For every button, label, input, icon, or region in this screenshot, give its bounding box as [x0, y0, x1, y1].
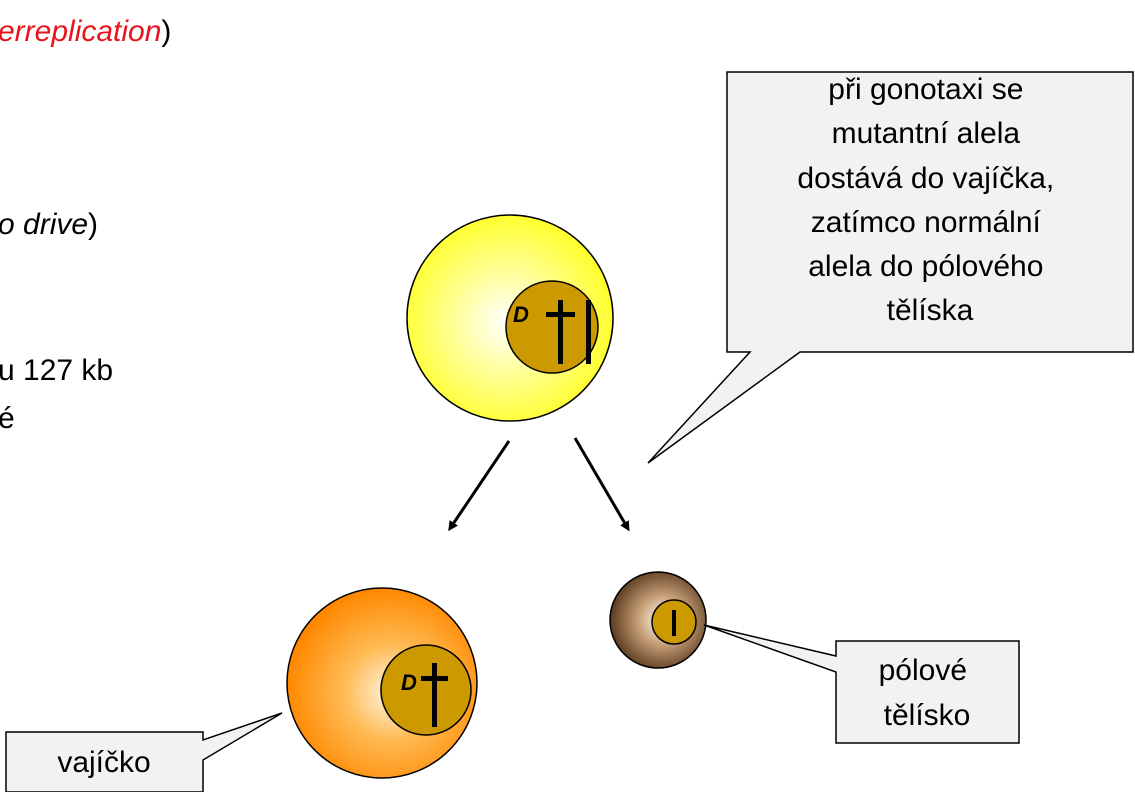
line1-red-italic: erreplication: [0, 15, 162, 48]
slide-text-line-3: u 127 kb: [0, 354, 114, 387]
egg-nucleus: [380, 644, 472, 736]
callout-polar-line-1: pólové: [879, 654, 967, 687]
egg-mutant-allele-icon: [421, 663, 448, 727]
callout-polar-text: pólové tělísko: [879, 654, 976, 732]
parent-nucleus: [505, 280, 599, 374]
polar-body-normal-allele-icon: [672, 610, 676, 636]
callout-top-line-3: dostává do vajíčka,: [797, 162, 1054, 195]
line2-suffix: ): [88, 208, 99, 241]
slide-text-line-1: erreplication): [0, 15, 171, 49]
arrow-to-polar-body: [573, 437, 630, 532]
line1-suffix: ): [161, 15, 172, 48]
callout-top-line-2: mutantní alela: [832, 117, 1021, 150]
egg-allele-d-label: D: [401, 670, 417, 695]
callout-top-line-4: zatímco normální: [811, 206, 1042, 239]
callout-top-text: při gonotaxi se mutantní alela dostává d…: [797, 73, 1062, 327]
line2-italic: o drive: [0, 208, 89, 241]
callout-top-box: [647, 71, 1134, 464]
parent-mutant-allele-icon: [546, 300, 575, 364]
slide-text-line-2: o drive): [0, 208, 98, 242]
callout-polar-line-2: tělísko: [884, 699, 971, 732]
callout-top-line-6: tělíska: [887, 294, 974, 327]
callout-top-line-1: při gonotaxi se: [828, 73, 1023, 106]
arrow-to-egg: [448, 440, 511, 532]
callout-egg-text: vajíčko: [57, 746, 150, 779]
callout-polar-box: [703, 624, 1020, 744]
callout-top-line-5: alela do pólového: [808, 250, 1043, 283]
slide-text-line-4: é: [0, 402, 15, 435]
callout-egg-box: [5, 712, 283, 792]
parent-normal-allele-icon: [586, 300, 591, 364]
parent-allele-d-label: D: [513, 302, 529, 327]
